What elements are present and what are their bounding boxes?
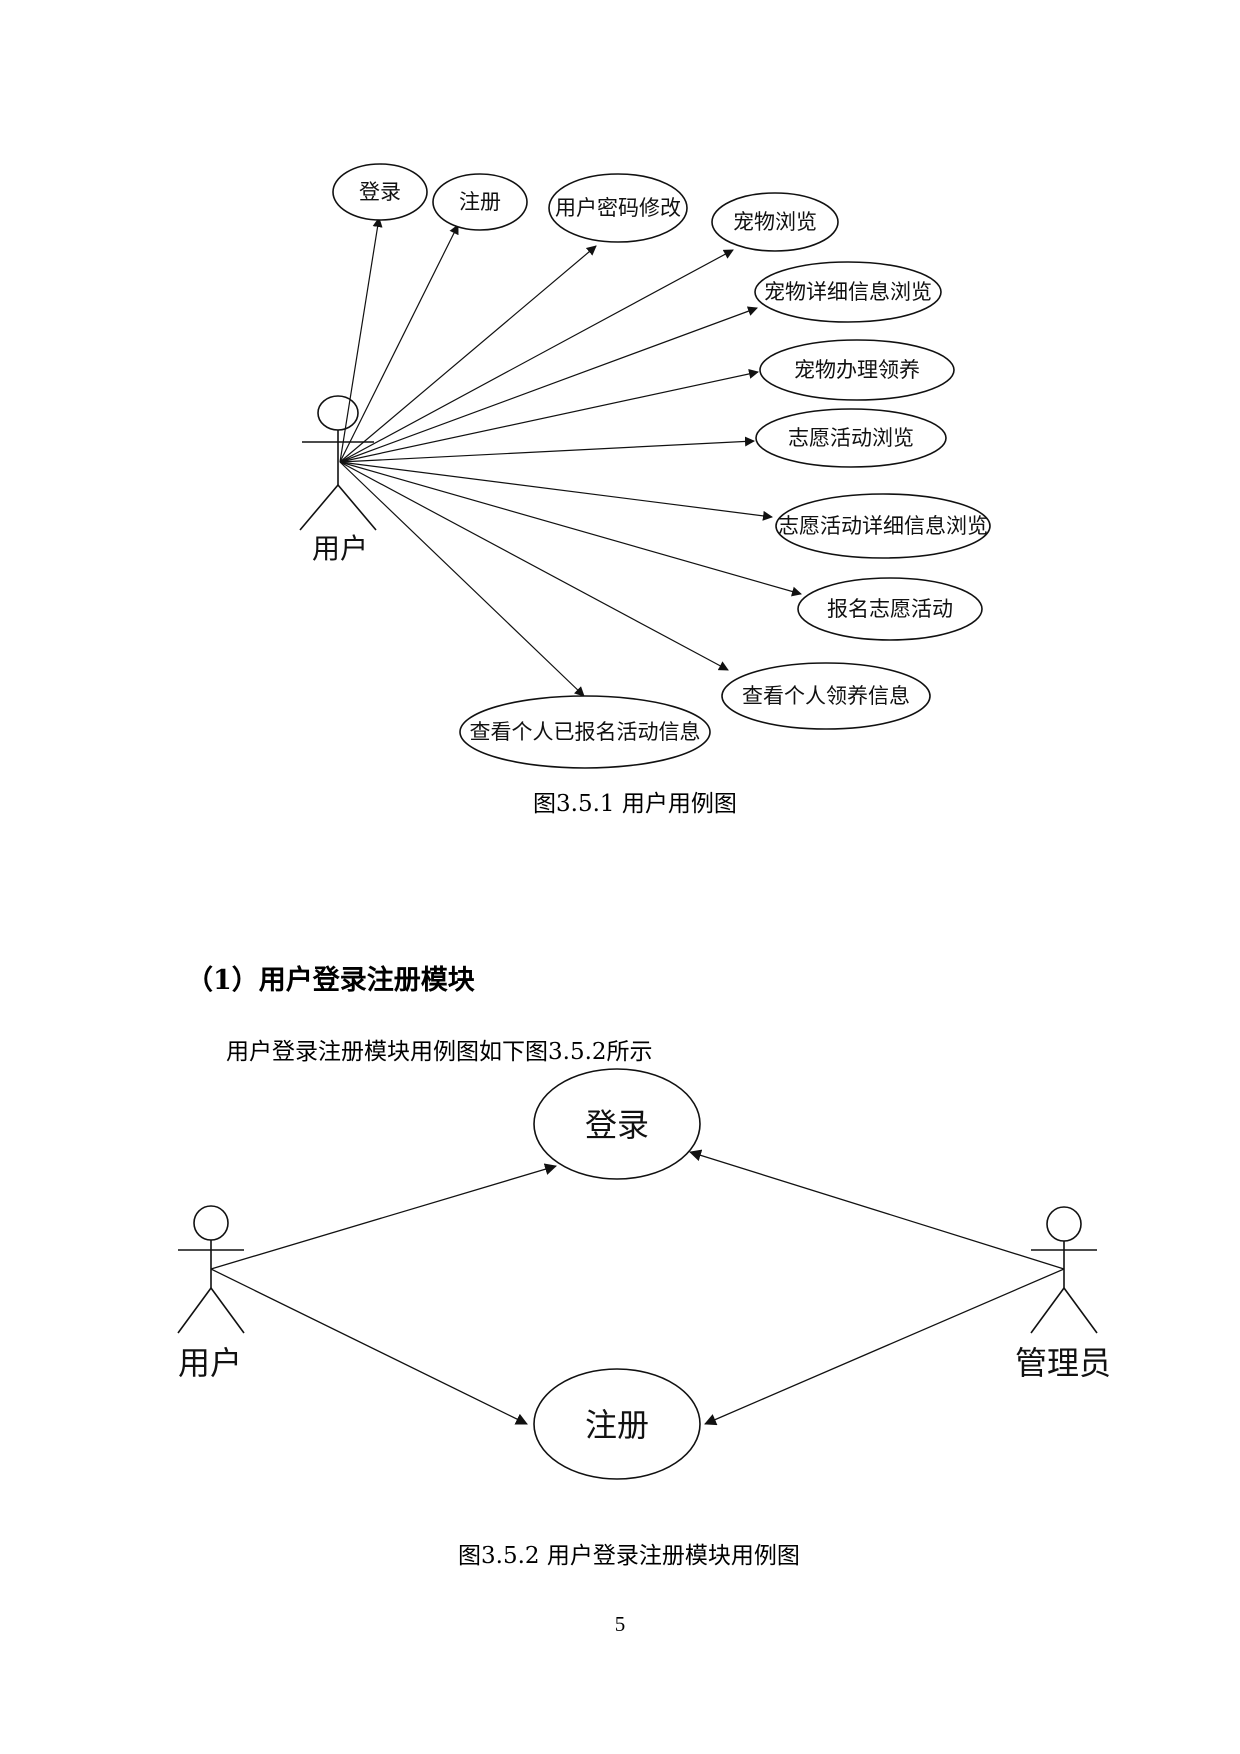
use-case-label: 宠物浏览 (733, 210, 817, 234)
use-case-login: 登录 (332, 163, 428, 221)
association-admin-register (704, 1268, 1065, 1426)
association-arrows (339, 217, 802, 697)
figure-caption-3-5-2: 图3.5.2 用户登录注册模块用例图 (458, 1543, 800, 1569)
user-use-case-diagram: 用户 登录 注册 用 (299, 163, 991, 769)
actor-head (193, 1205, 229, 1241)
use-case-label: 宠物详细信息浏览 (764, 280, 932, 304)
use-case-label: 查看个人领养信息 (742, 684, 910, 708)
use-case-volunteer-detail: 志愿活动详细信息浏览 (775, 493, 991, 559)
use-case-login: 登录 (533, 1068, 701, 1180)
use-case-label: 登录 (585, 1106, 649, 1144)
association-user-login (210, 1163, 557, 1270)
association-admin-login (689, 1149, 1065, 1270)
association-arrow-my-activities (339, 461, 585, 697)
admin-actor-label: 管理员 (1015, 1344, 1111, 1382)
association-user-register (210, 1268, 528, 1425)
association-arrow-pet-browse (339, 249, 734, 463)
association-arrow-register (339, 224, 459, 463)
use-case-register: 注册 (432, 173, 528, 231)
use-case-label: 登录 (359, 180, 401, 204)
admin-actor-figure (1030, 1206, 1098, 1334)
use-case-my-adoption: 查看个人领养信息 (721, 662, 931, 730)
use-case-label: 注册 (585, 1406, 649, 1444)
use-case-volunteer-browse: 志愿活动浏览 (755, 408, 947, 468)
section-body-text: 用户登录注册模块用例图如下图3.5.2所示 (226, 1039, 653, 1065)
use-case-label: 报名志愿活动 (827, 597, 953, 621)
association-arrow-password-change (339, 245, 597, 463)
association-arrow-pet-detail (339, 306, 758, 463)
actor-head (317, 395, 359, 431)
association-arrow-my-adoption (339, 461, 729, 671)
association-arrow-pet-adopt (339, 369, 759, 463)
use-case-pet-detail: 宠物详细信息浏览 (754, 261, 942, 323)
use-case-register: 注册 (533, 1368, 701, 1480)
association-arrow-login (339, 217, 383, 463)
use-case-label: 志愿活动浏览 (788, 426, 914, 450)
use-case-pet-adopt: 宠物办理领养 (759, 339, 955, 401)
use-case-pet-browse: 宠物浏览 (711, 192, 839, 252)
user-actor-label: 用户 (312, 532, 368, 565)
figure-caption-3-5-1: 图3.5.1 用户用例图 (533, 791, 737, 817)
page-number: 5 (614, 1612, 626, 1636)
section-heading: （1）用户登录注册模块 (186, 965, 475, 996)
use-case-password-change: 用户密码修改 (548, 173, 688, 243)
user-actor-figure (177, 1205, 245, 1334)
use-case-label: 宠物办理领养 (794, 358, 920, 382)
use-case-my-activities: 查看个人已报名活动信息 (459, 695, 711, 769)
use-case-label: 用户密码修改 (555, 196, 681, 220)
association-arrow-volunteer-signup (339, 461, 802, 597)
user-actor-figure (299, 395, 377, 531)
use-case-label: 志愿活动详细信息浏览 (778, 514, 988, 538)
use-case-volunteer-signup: 报名志愿活动 (797, 577, 983, 641)
use-case-label: 注册 (459, 190, 501, 214)
association-arrow-volunteer-detail (339, 461, 773, 521)
user-actor-label: 用户 (178, 1344, 242, 1382)
association-arrow-volunteer-browse (339, 436, 755, 463)
actor-head (1046, 1206, 1082, 1242)
use-case-label: 查看个人已报名活动信息 (470, 720, 701, 744)
